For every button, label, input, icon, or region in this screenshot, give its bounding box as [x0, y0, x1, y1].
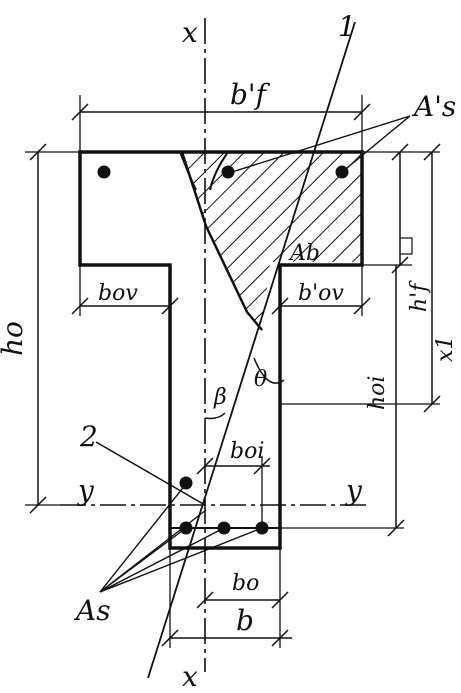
label-x1: x1	[433, 336, 458, 362]
beta-arc	[204, 412, 226, 420]
web-top-fillet-right	[209, 151, 229, 191]
label-b: b	[236, 604, 254, 637]
label-as: As	[73, 594, 111, 627]
dim-bf-prime	[71, 95, 371, 152]
label-axis-y-right: y	[344, 474, 363, 507]
label-hf-prime: h'f	[407, 280, 432, 312]
label-marker-1: 1	[338, 10, 356, 43]
inclined-line-1	[147, 21, 356, 679]
dim-hf-prime	[362, 143, 440, 274]
label-boi: boi	[230, 439, 264, 464]
web-top-fillet-left	[179, 151, 197, 191]
label-marker-2: 2	[79, 420, 98, 453]
dim-hoi	[280, 265, 405, 537]
label-axis-y-left: y	[76, 474, 95, 507]
dim-x1	[280, 143, 441, 413]
label-ho: ho	[0, 321, 29, 356]
label-bov-left: bov	[98, 281, 138, 306]
compression-zone-hatching	[180, 151, 362, 331]
label-axis-x-top: x	[182, 16, 198, 49]
label-bf-prime: b'f	[230, 78, 271, 111]
label-hoi: hoi	[365, 376, 390, 410]
dim-bo	[196, 548, 289, 610]
dim-bov-left	[71, 265, 179, 316]
label-axis-x-bottom: x	[182, 660, 198, 693]
top-reinforcement-bars	[97, 165, 349, 179]
label-as-prime: A's	[411, 90, 456, 123]
label-bo: bo	[232, 571, 259, 596]
label-theta: θ	[254, 367, 267, 392]
as-prime-leaders	[231, 115, 411, 173]
theta-arc	[253, 357, 285, 384]
label-bov-right: b'ov	[298, 281, 344, 306]
dim-b	[161, 548, 292, 648]
label-beta: β	[213, 385, 227, 410]
bottom-reinforcement-bars	[179, 476, 269, 535]
label-ab: Ab	[288, 241, 320, 266]
leader-line-2	[95, 441, 206, 506]
dim-bov-right	[271, 265, 371, 316]
dim-boi	[196, 456, 271, 528]
dim-ho	[25, 143, 80, 514]
